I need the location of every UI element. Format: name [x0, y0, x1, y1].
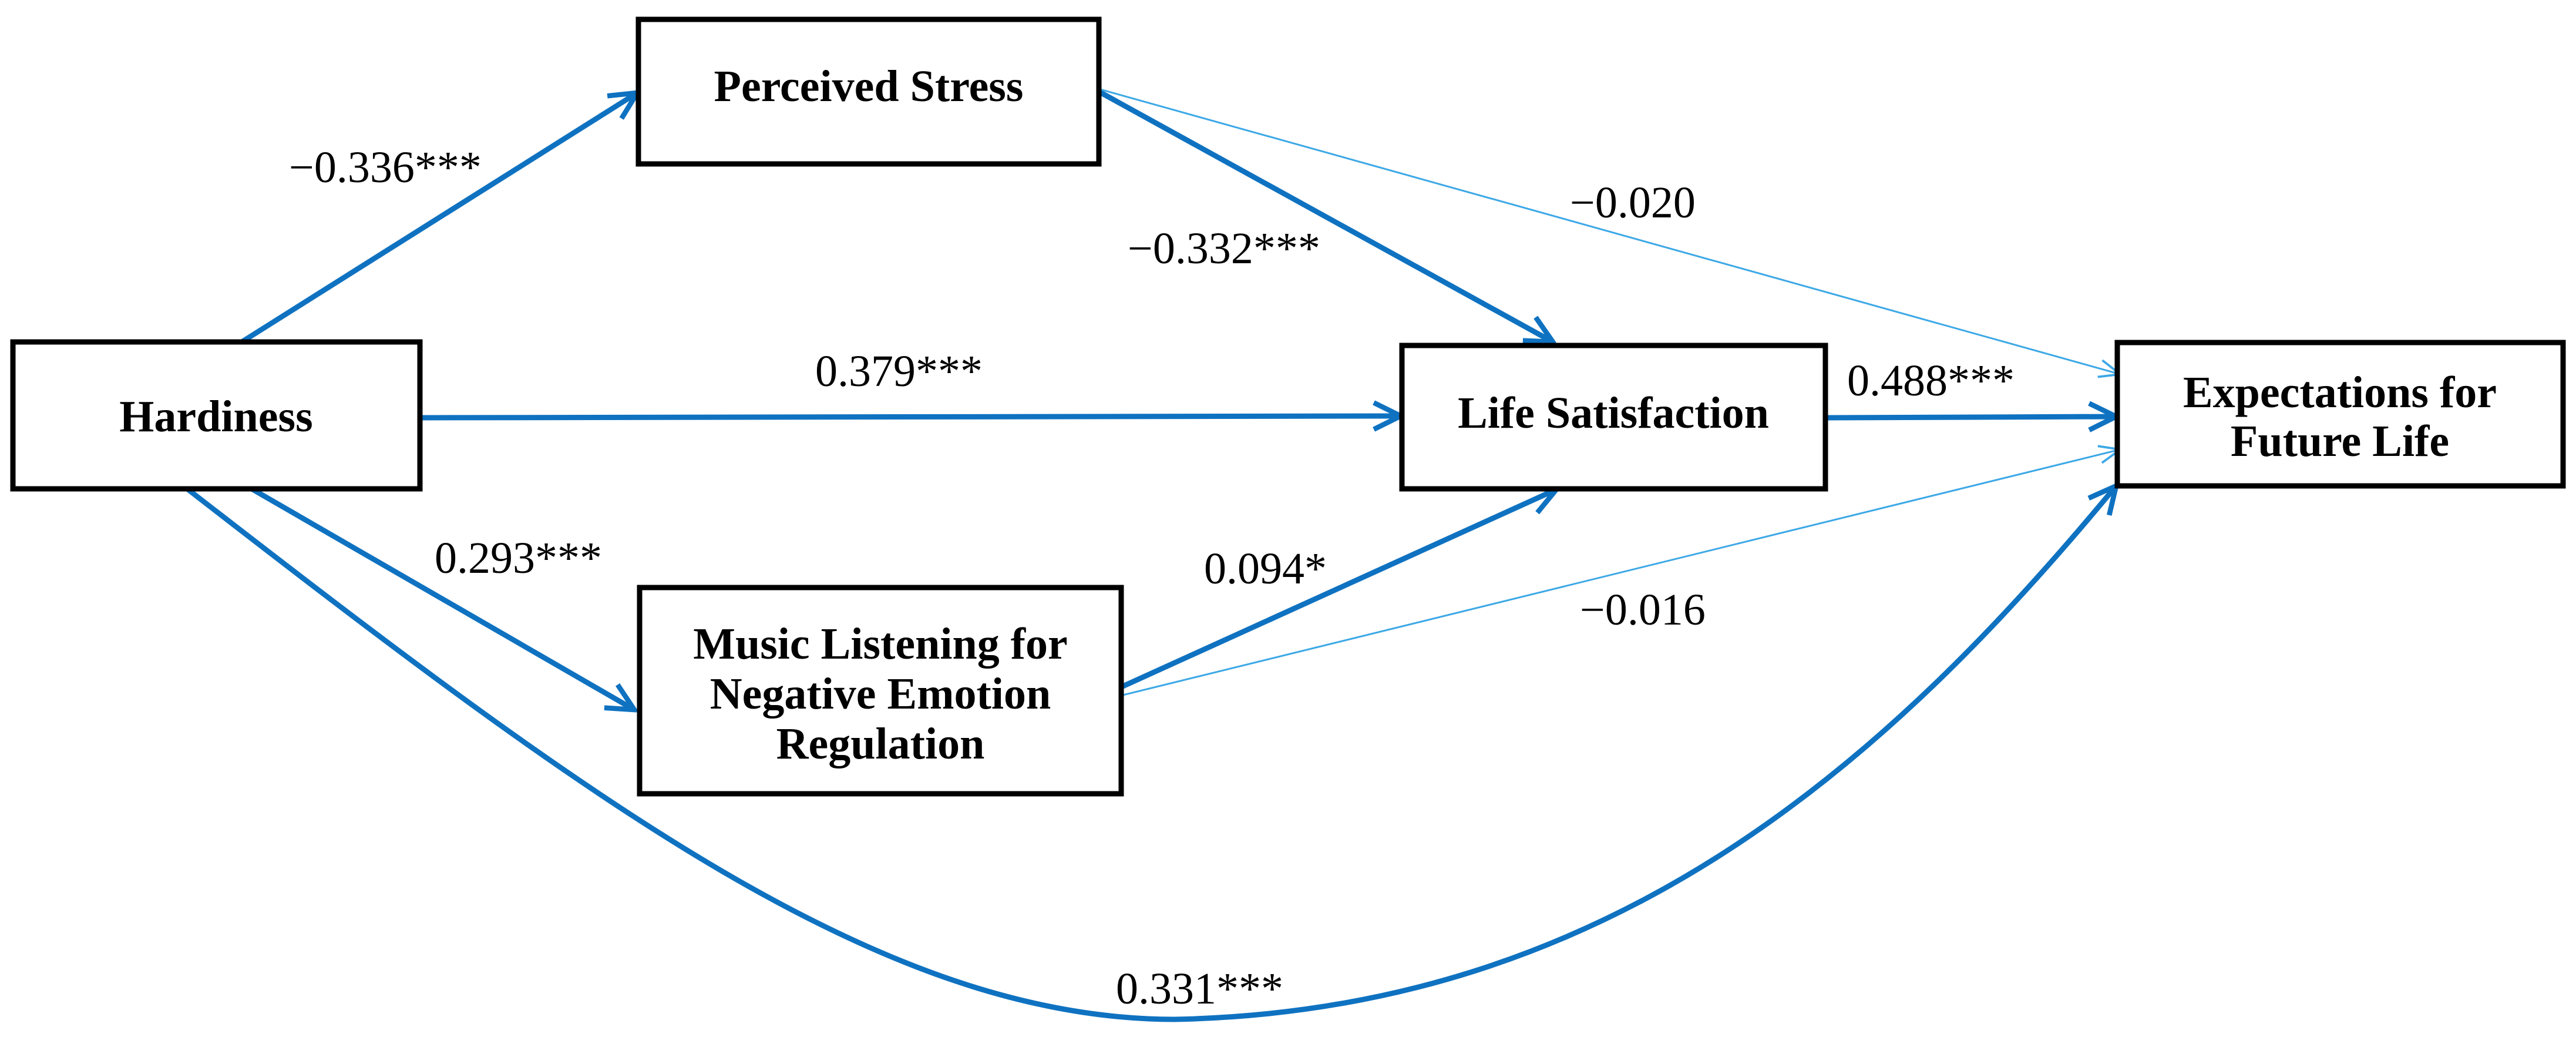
coef-life-satisfaction-expectations: 0.488*** — [1847, 356, 2015, 405]
node-music-listening: Music Listening for Negative Emotion Reg… — [637, 585, 1124, 797]
path-perceived-stress-to-life-satisfaction — [1098, 90, 1553, 342]
node-expectations-line-2: Future Life — [2231, 417, 2449, 466]
path-hardiness-to-perceived-stress — [239, 93, 637, 345]
node-music-listening-line-2: Negative Emotion — [710, 669, 1051, 719]
path-hardiness-to-life-satisfaction — [421, 416, 1401, 418]
coef-music-listening-expectations: −0.016 — [1580, 585, 1706, 635]
node-perceived-stress-label: Perceived Stress — [714, 62, 1024, 111]
node-life-satisfaction: Life Satisfaction — [1399, 343, 1828, 492]
path-hardiness-to-music-listening — [248, 485, 634, 710]
coef-hardiness-expectations: 0.331*** — [1116, 964, 1283, 1013]
coef-hardiness-life-satisfaction: 0.379*** — [815, 347, 983, 396]
node-hardiness: Hardiness — [10, 339, 423, 492]
path-perceived-stress-to-expectations — [1099, 88, 2120, 374]
node-expectations: Expectations for Future Life — [2114, 340, 2566, 489]
coef-perceived-stress-expectations: −0.020 — [1570, 178, 1696, 227]
coef-music-listening-life-satisfaction: 0.094* — [1204, 544, 1327, 593]
node-music-listening-line-1: Music Listening for — [693, 619, 1068, 669]
coef-hardiness-music-listening: 0.293*** — [435, 533, 602, 583]
path-music-listening-to-life-satisfaction — [1122, 489, 1556, 689]
node-expectations-line-1: Expectations for — [2183, 368, 2497, 417]
paths-layer — [186, 88, 2120, 1022]
coef-hardiness-perceived-stress: −0.336*** — [289, 143, 482, 192]
path-hardiness-to-expectations — [186, 486, 2116, 1022]
path-life-satisfaction-to-expectations — [1826, 417, 2116, 418]
path-music-listening-to-expectations — [1122, 449, 2120, 696]
coefficient-labels: −0.336*** 0.379*** 0.293*** 0.331*** −0.… — [289, 143, 2015, 1013]
node-perceived-stress: Perceived Stress — [635, 16, 1102, 167]
coef-perceived-stress-life-satisfaction: −0.332*** — [1128, 224, 1320, 273]
node-hardiness-label: Hardiness — [119, 392, 312, 441]
node-life-satisfaction-label: Life Satisfaction — [1458, 388, 1769, 438]
node-music-listening-line-3: Regulation — [776, 719, 985, 768]
